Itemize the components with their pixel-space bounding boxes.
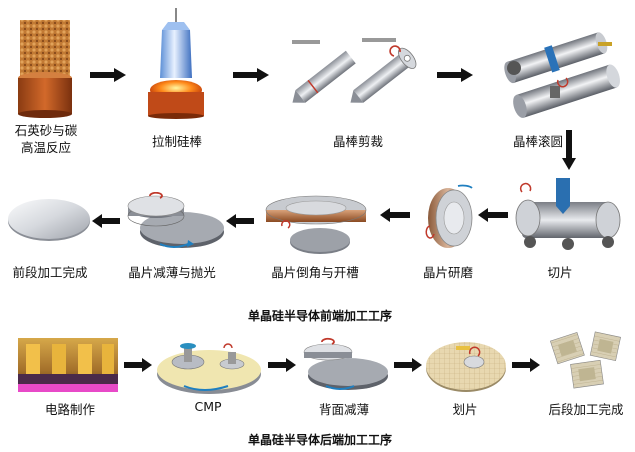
arrow-right-3 bbox=[437, 68, 473, 82]
step-wafer-grind-image bbox=[418, 180, 476, 252]
step-quartz-carbon-label: 石英砂与碳 高温反应 bbox=[6, 122, 86, 156]
arrow-left-2 bbox=[380, 208, 410, 222]
step-pull-rod-label: 拉制硅棒 bbox=[151, 134, 202, 149]
arrow-right-1 bbox=[90, 68, 126, 82]
step-rod-round-image bbox=[488, 28, 626, 120]
arrow-right-b3 bbox=[394, 358, 422, 372]
step-cmp-label: CMP bbox=[194, 399, 222, 414]
step-wafer-grind-label: 晶片研磨 bbox=[422, 265, 473, 280]
step-thin-polish-image bbox=[120, 192, 226, 256]
step-front-done-image bbox=[6, 196, 92, 244]
step-rod-crop-label: 晶棒剪裁 bbox=[332, 134, 383, 149]
step-rod-crop-image bbox=[290, 34, 420, 120]
step-front-done-label: 前段加工完成 bbox=[12, 265, 88, 280]
step-rod-round-label: 晶棒滚圆 bbox=[512, 134, 563, 149]
back-end-title: 单晶硅半导体后端加工工序 bbox=[247, 433, 392, 447]
step-quartz-carbon-image bbox=[14, 18, 76, 118]
step-dicing-label: 划片 bbox=[452, 402, 478, 417]
arrow-right-b1 bbox=[124, 358, 152, 372]
front-end-title: 单晶硅半导体前端加工工序 bbox=[247, 309, 392, 323]
step-pull-rod-image bbox=[144, 8, 210, 120]
arrow-left-1 bbox=[478, 208, 508, 222]
step-back-thin-label: 背面减薄 bbox=[318, 402, 369, 417]
step-thin-polish-label: 晶片减薄与抛光 bbox=[128, 265, 216, 280]
step-back-done-image bbox=[548, 330, 628, 390]
step-circuit-label: 电路制作 bbox=[44, 402, 95, 417]
step-chamfer-label: 晶片倒角与开槽 bbox=[271, 265, 359, 280]
step-slice-label: 切片 bbox=[547, 265, 573, 280]
step-cmp-image bbox=[154, 334, 264, 398]
arrow-left-3 bbox=[226, 214, 254, 228]
step-back-thin-image bbox=[296, 336, 392, 396]
step-quartz-carbon-label-line1: 石英砂与碳 bbox=[14, 123, 78, 138]
step-quartz-carbon-label-line2: 高温反应 bbox=[20, 140, 71, 155]
step-dicing-image bbox=[424, 338, 508, 394]
arrow-right-2 bbox=[233, 68, 269, 82]
arrow-left-4 bbox=[92, 214, 120, 228]
step-chamfer-image bbox=[262, 188, 372, 260]
arrow-right-b4 bbox=[512, 358, 540, 372]
arrow-down bbox=[562, 130, 576, 170]
step-slice-image bbox=[508, 174, 626, 254]
step-back-done-label: 后段加工完成 bbox=[548, 402, 624, 417]
arrow-right-b2 bbox=[268, 358, 296, 372]
step-circuit-image bbox=[18, 338, 118, 392]
